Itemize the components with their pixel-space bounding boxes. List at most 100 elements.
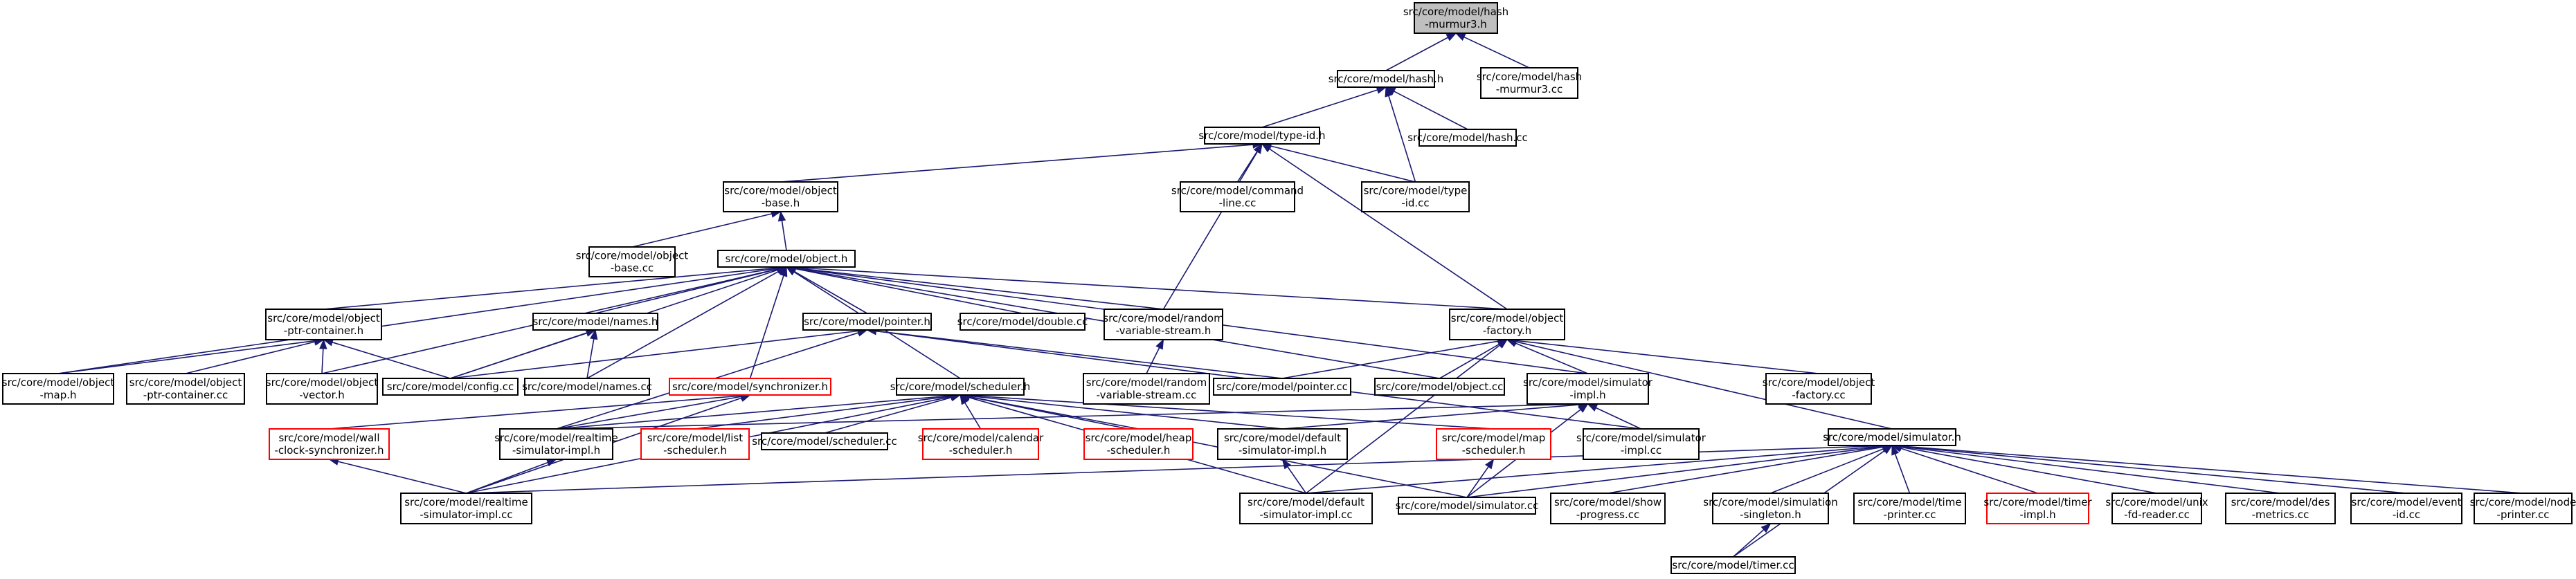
file-node-timer-cc[interactable]: src/core/model/timer.cc [1670,556,1796,574]
node-box [1213,378,1351,396]
node-label-line: src/core/model/random [1103,312,1223,324]
file-node-object-factory-h[interactable]: src/core/model/object-factory.h [1449,309,1565,340]
file-node-scheduler-cc[interactable]: src/core/model/scheduler.cc [752,432,897,450]
file-node-hash-h[interactable]: src/core/model/hash.h [1328,70,1444,88]
file-node-simulator-cc[interactable]: src/core/model/simulator.cc [1396,497,1539,515]
file-node-calendar-scheduler-h[interactable]: src/core/model/calendar-scheduler.h [918,428,1044,460]
dependency-edge [556,396,741,430]
arrowhead [1882,445,1893,454]
file-node-simulation-singleton-h[interactable]: src/core/model/simulation-singleton.h [1703,493,1838,524]
node-box [761,432,888,450]
file-node-names-cc[interactable]: src/core/model/names.cc [522,378,652,396]
dependency-edge [631,213,773,248]
file-node-event-id-cc[interactable]: src/core/model/event-id.cc [2350,493,2462,524]
node-box [1550,493,1666,524]
node-label-line: src/core/model/list [647,432,743,444]
file-node-simulator-h[interactable]: src/core/model/simulator.h [1823,428,1961,446]
file-node-config-cc[interactable]: src/core/model/config.cc [382,378,519,396]
file-node-wall-clock-synchronizer-h[interactable]: src/core/model/wall-clock-synchronizer.h [269,428,390,460]
dependency-edge [824,396,952,434]
node-box [960,313,1086,331]
dependency-edge [1515,341,1893,430]
dependency-edge [1515,342,1588,374]
file-node-synchronizer-h[interactable]: src/core/model/synchronizer.h [669,378,831,396]
file-node-object-h[interactable]: src/core/model/object.h [717,250,856,268]
file-node-command-line-cc[interactable]: src/core/model/command-line.cc [1171,181,1304,212]
file-node-object-ptr-container-h[interactable]: src/core/model/object-ptr-container.h [265,309,382,340]
file-node-simulator-impl-cc[interactable]: src/core/model/simulator-impl.cc [1576,428,1706,460]
node-label-line: src/core/model/map [1442,432,1546,444]
file-node-simulator-impl-h[interactable]: src/core/model/simulator-impl.h [1523,373,1653,405]
file-node-double-cc[interactable]: src/core/model/double.cc [957,313,1088,331]
arrowhead [777,210,786,222]
file-node-node-printer-cc[interactable]: src/core/model/node-printer.cc [2470,493,2576,524]
node-label-line: src/core/model/timer [1983,496,2092,508]
file-node-default-simulator-impl-cc[interactable]: src/core/model/default-simulator-impl.cc [1239,493,1373,524]
file-node-des-metrics-cc[interactable]: src/core/model/des-metrics.cc [2225,493,2336,524]
node-label-line: -singleton.h [1740,508,1801,521]
node-label-line: src/core/model/object [129,376,242,389]
file-node-unix-fd-reader-cc[interactable]: src/core/model/unix-fd-reader.cc [2105,493,2208,524]
file-node-timer-impl-h[interactable]: src/core/model/timer-impl.h [1983,493,2092,524]
node-box [382,378,519,396]
file-node-map-scheduler-h[interactable]: src/core/model/map-scheduler.h [1436,428,1551,460]
file-node-time-printer-cc[interactable]: src/core/model/time-printer.cc [1853,493,1966,524]
node-label-line: -clock-synchronizer.h [274,444,384,457]
dependency-edge [876,330,1283,379]
dependency-edge [1439,343,1500,379]
arrowhead [590,329,598,340]
file-node-object-cc[interactable]: src/core/model/object.cc [1374,378,1505,396]
file-node-hash-murmur3-cc[interactable]: src/core/model/hash-murmur3.cc [1477,67,1582,99]
file-node-object-vector-h[interactable]: src/core/model/object-vector.h [266,373,379,405]
node-box [1765,373,1872,405]
file-node-object-map-h[interactable]: src/core/model/object-map.h [2,373,115,405]
file-node-realtime-simulator-impl-cc[interactable]: src/core/model/realtime-simulator-impl.c… [400,493,532,524]
dependency-edge [795,266,1508,310]
file-node-object-base-h[interactable]: src/core/model/object-base.h [723,181,838,212]
node-label-line: -simulator-impl.cc [1259,508,1352,521]
file-node-realtime-simulator-impl-h[interactable]: src/core/model/realtime-simulator-impl.h [494,428,618,460]
dependency-edge [1270,145,1416,183]
file-node-names-h[interactable]: src/core/model/names.h [532,313,658,331]
node-box [1670,556,1796,574]
node-label-line: src/core/model/simulation [1703,496,1837,508]
node-label-line: -scheduler.h [1462,444,1526,457]
file-node-list-scheduler-h[interactable]: src/core/model/list-scheduler.h [640,428,750,460]
dependency-edge [749,275,784,379]
node-label-line: -simulator-impl.h [1239,444,1326,457]
node-label-line: -murmur3.cc [1496,83,1563,95]
file-node-type-id-h[interactable]: src/core/model/type-id.h [1198,127,1326,145]
file-node-default-simulator-impl-h[interactable]: src/core/model/default-simulator-impl.h [1217,428,1348,460]
file-node-pointer-h[interactable]: src/core/model/pointer.h [802,313,932,331]
dependency-edge [795,268,1023,314]
node-label-line: -scheduler.h [663,444,727,457]
node-label-line: -id.cc [2393,508,2420,521]
file-node-show-progress-cc[interactable]: src/core/model/show-progress.cc [1550,493,1666,524]
file-node-random-variable-stream-h[interactable]: src/core/model/random-variable-stream.h [1103,309,1224,340]
file-node-object-factory-cc[interactable]: src/core/model/object-factory.cc [1763,373,1875,405]
node-box [126,373,245,405]
file-node-pointer-cc[interactable]: src/core/model/pointer.cc [1213,378,1351,396]
node-label-line: src/core/model/command [1171,185,1304,197]
dependency-edge [1900,445,2281,494]
node-box [1712,493,1829,524]
node-label-line: src/core/model/pointer.h [804,315,930,328]
arrowhead [319,338,327,349]
node-label-line: src/core/model/object [1763,376,1875,389]
node-box [802,313,932,331]
node-box [1418,129,1517,147]
dependency-edge [1900,445,2523,494]
node-label-line: -impl.h [1569,389,1605,401]
node-label-line: -scheduler.h [949,444,1013,457]
file-node-scheduler-h[interactable]: src/core/model/scheduler.h [890,378,1031,396]
dependency-edge [1466,445,1884,498]
file-node-object-base-cc[interactable]: src/core/model/object-base.cc [576,246,689,277]
file-node-heap-scheduler-h[interactable]: src/core/model/heap-scheduler.h [1083,428,1194,460]
file-node-type-id-cc[interactable]: src/core/model/type-id.cc [1361,181,1470,212]
node-label-line: src/core/model/node [2470,496,2576,508]
dependency-edge [321,348,324,374]
file-node-hash-cc[interactable]: src/core/model/hash.cc [1407,129,1528,147]
file-node-random-variable-stream-cc[interactable]: src/core/model/random-variable-stream.cc [1083,373,1210,405]
file-node-object-ptr-container-cc[interactable]: src/core/model/object-ptr-container.cc [126,373,245,405]
